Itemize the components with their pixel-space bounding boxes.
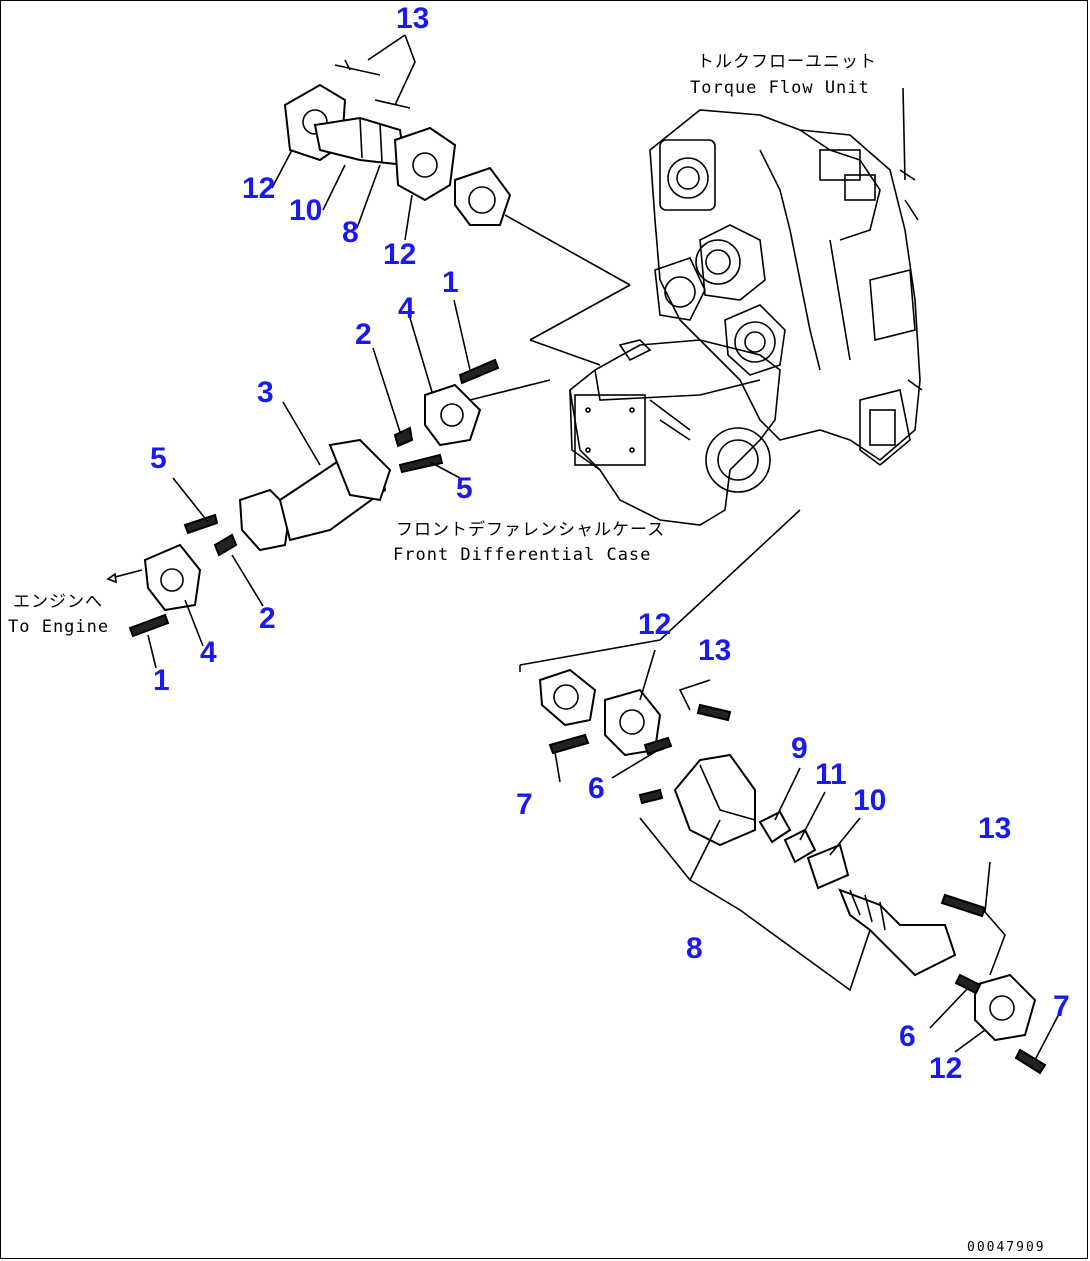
leader-lines: [147, 34, 1061, 1061]
callout-10: 10: [289, 194, 323, 227]
front-differential-case-label-jp: フロントデファレンシャルケース: [396, 520, 666, 540]
torque-flow-unit-label-en: Torque Flow Unit: [690, 78, 870, 98]
callout-10: 10: [853, 784, 887, 817]
callout-12: 12: [929, 1052, 963, 1085]
callout-4: 4: [200, 636, 217, 669]
callout-4: 4: [398, 292, 415, 325]
front-differential-case: [569, 339, 781, 526]
callout-6: 6: [588, 772, 605, 805]
front-differential-case-label-en: Front Differential Case: [393, 545, 652, 565]
upper-drive-shaft-assembly: [283, 59, 631, 366]
callout-1: 1: [442, 266, 459, 299]
callout-5: 5: [456, 472, 473, 505]
middle-drive-shaft-assembly: [106, 358, 551, 638]
callout-12: 12: [383, 238, 417, 271]
callout-11: 11: [815, 758, 847, 791]
callout-8: 8: [342, 216, 359, 249]
callout-7: 7: [1053, 990, 1070, 1023]
callout-2: 2: [259, 602, 276, 635]
callout-12: 12: [242, 172, 276, 205]
callout-5: 5: [150, 442, 167, 475]
callout-7: 7: [516, 788, 533, 821]
callout-13: 13: [698, 634, 732, 667]
callout-1: 1: [153, 664, 170, 697]
callout-9: 9: [791, 732, 808, 765]
callout-3: 3: [257, 376, 274, 409]
callout-13: 13: [978, 812, 1012, 845]
document-id: 00047909: [967, 1240, 1046, 1255]
torque-flow-unit-housing: [649, 109, 923, 467]
callout-2: 2: [355, 318, 372, 351]
callout-8: 8: [686, 932, 703, 965]
callout-6: 6: [899, 1020, 916, 1053]
to-engine-label-en: To Engine: [8, 617, 110, 637]
callout-12: 12: [638, 608, 672, 641]
callout-13: 13: [396, 2, 430, 35]
lower-drive-shaft-assembly: [519, 509, 1047, 1075]
torque-flow-unit-label-jp: トルクフローユニット: [697, 52, 877, 72]
to-engine-label-jp: エンジンへ: [13, 592, 103, 612]
